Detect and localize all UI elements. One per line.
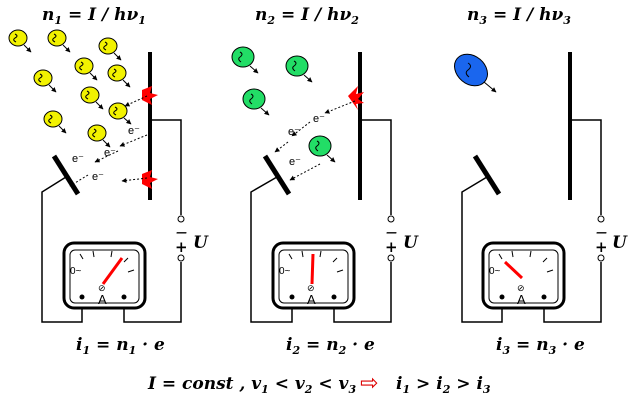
panel-3-title: n3 = I / hν3	[467, 5, 571, 27]
electrons: e⁻ e⁻ e⁻ e⁻	[69, 95, 148, 187]
meter-terminal	[79, 294, 85, 300]
implication-arrow: ⇨	[360, 371, 378, 396]
electron-emission-burst	[142, 170, 158, 189]
meter-terminal	[121, 294, 127, 300]
meter-zero-adjust: ⊘	[98, 283, 106, 293]
voltage-label: U	[193, 233, 209, 253]
photon	[107, 64, 131, 88]
photon	[454, 53, 497, 93]
meter-needle	[503, 260, 524, 280]
voltage-plus: +	[385, 238, 398, 256]
meter-unit: A	[517, 292, 526, 307]
meter-terminal	[499, 294, 505, 300]
photon	[33, 69, 57, 93]
photon	[98, 37, 122, 61]
photon	[308, 135, 336, 163]
meter-terminal	[289, 294, 295, 300]
collector-electrode	[51, 154, 81, 196]
electrons: e⁻ e⁻ e⁻	[274, 100, 356, 181]
panel-3: n3 = I / hν3 — + U 0~ ⊘	[454, 5, 628, 357]
terminal	[387, 254, 395, 262]
voltage-plus: +	[595, 238, 608, 256]
meter-zero-adjust: ⊘	[517, 283, 525, 293]
meter-terminal	[331, 294, 337, 300]
voltage-label: U	[612, 233, 628, 253]
terminal	[597, 254, 605, 262]
electron-emission-burst	[142, 86, 158, 105]
photons-mid-frequency	[231, 46, 336, 163]
meter-needle	[101, 257, 124, 285]
photon	[87, 124, 111, 148]
voltage-minus: —	[176, 226, 187, 239]
ammeter-3: 0~ ⊘ A	[481, 241, 566, 310]
electron-label: e⁻	[92, 171, 104, 183]
panel-2: n2 = I / hν2 e⁻ e⁻ e⁻ — + U	[231, 5, 419, 357]
conclusion-line: I = const , v1 < v2 < v3	[147, 374, 356, 396]
photon	[80, 86, 104, 110]
photon	[108, 102, 132, 125]
meter-zero-label: 0~	[489, 266, 501, 277]
electron-label: e⁻	[288, 126, 300, 138]
voltage-plus: +	[175, 238, 188, 256]
meter-unit: A	[307, 292, 316, 307]
collector-electrode	[472, 154, 502, 196]
panel-3-current: i3 = n3 · e	[496, 335, 585, 357]
ammeter-1: 0~ ⊘ A	[62, 241, 147, 310]
panel-1-title: n1 = I / hν1	[42, 5, 146, 27]
terminal	[597, 215, 605, 223]
voltage-minus: —	[386, 226, 397, 239]
photon	[8, 29, 32, 53]
electron-label: e⁻	[72, 153, 84, 165]
terminal	[177, 215, 185, 223]
conclusion-currents: i1 > i2 > i3	[396, 374, 491, 396]
electron-label: e⁻	[313, 113, 325, 125]
photon	[47, 29, 71, 53]
meter-zero-label: 0~	[279, 266, 291, 277]
photon	[285, 55, 313, 83]
terminal	[177, 254, 185, 262]
meter-needle	[310, 253, 315, 285]
photon	[231, 46, 259, 74]
photon	[43, 110, 67, 134]
electron-label: e⁻	[128, 125, 140, 137]
photons-low-frequency	[8, 29, 132, 148]
panel-1: n1 = I / hν1 e⁻ e⁻ e⁻	[8, 5, 209, 357]
photon	[74, 57, 98, 81]
voltage-minus: —	[596, 226, 607, 239]
panel-2-current: i2 = n2 · e	[286, 335, 375, 357]
electron-label: e⁻	[289, 156, 301, 168]
meter-zero-label: 0~	[70, 266, 82, 277]
panel-1-current: i1 = n1 · e	[76, 335, 165, 357]
meter-zero-adjust: ⊘	[307, 283, 315, 293]
panel-2-title: n2 = I / hν2	[255, 5, 359, 27]
photon	[242, 88, 270, 116]
terminal	[387, 215, 395, 223]
meter-terminal	[541, 294, 547, 300]
electron-emission-burst	[348, 86, 364, 110]
ammeter-2: 0~ ⊘ A	[271, 241, 356, 310]
meter-unit: A	[98, 292, 107, 307]
collector-electrode	[262, 154, 292, 196]
voltage-label: U	[403, 233, 419, 253]
